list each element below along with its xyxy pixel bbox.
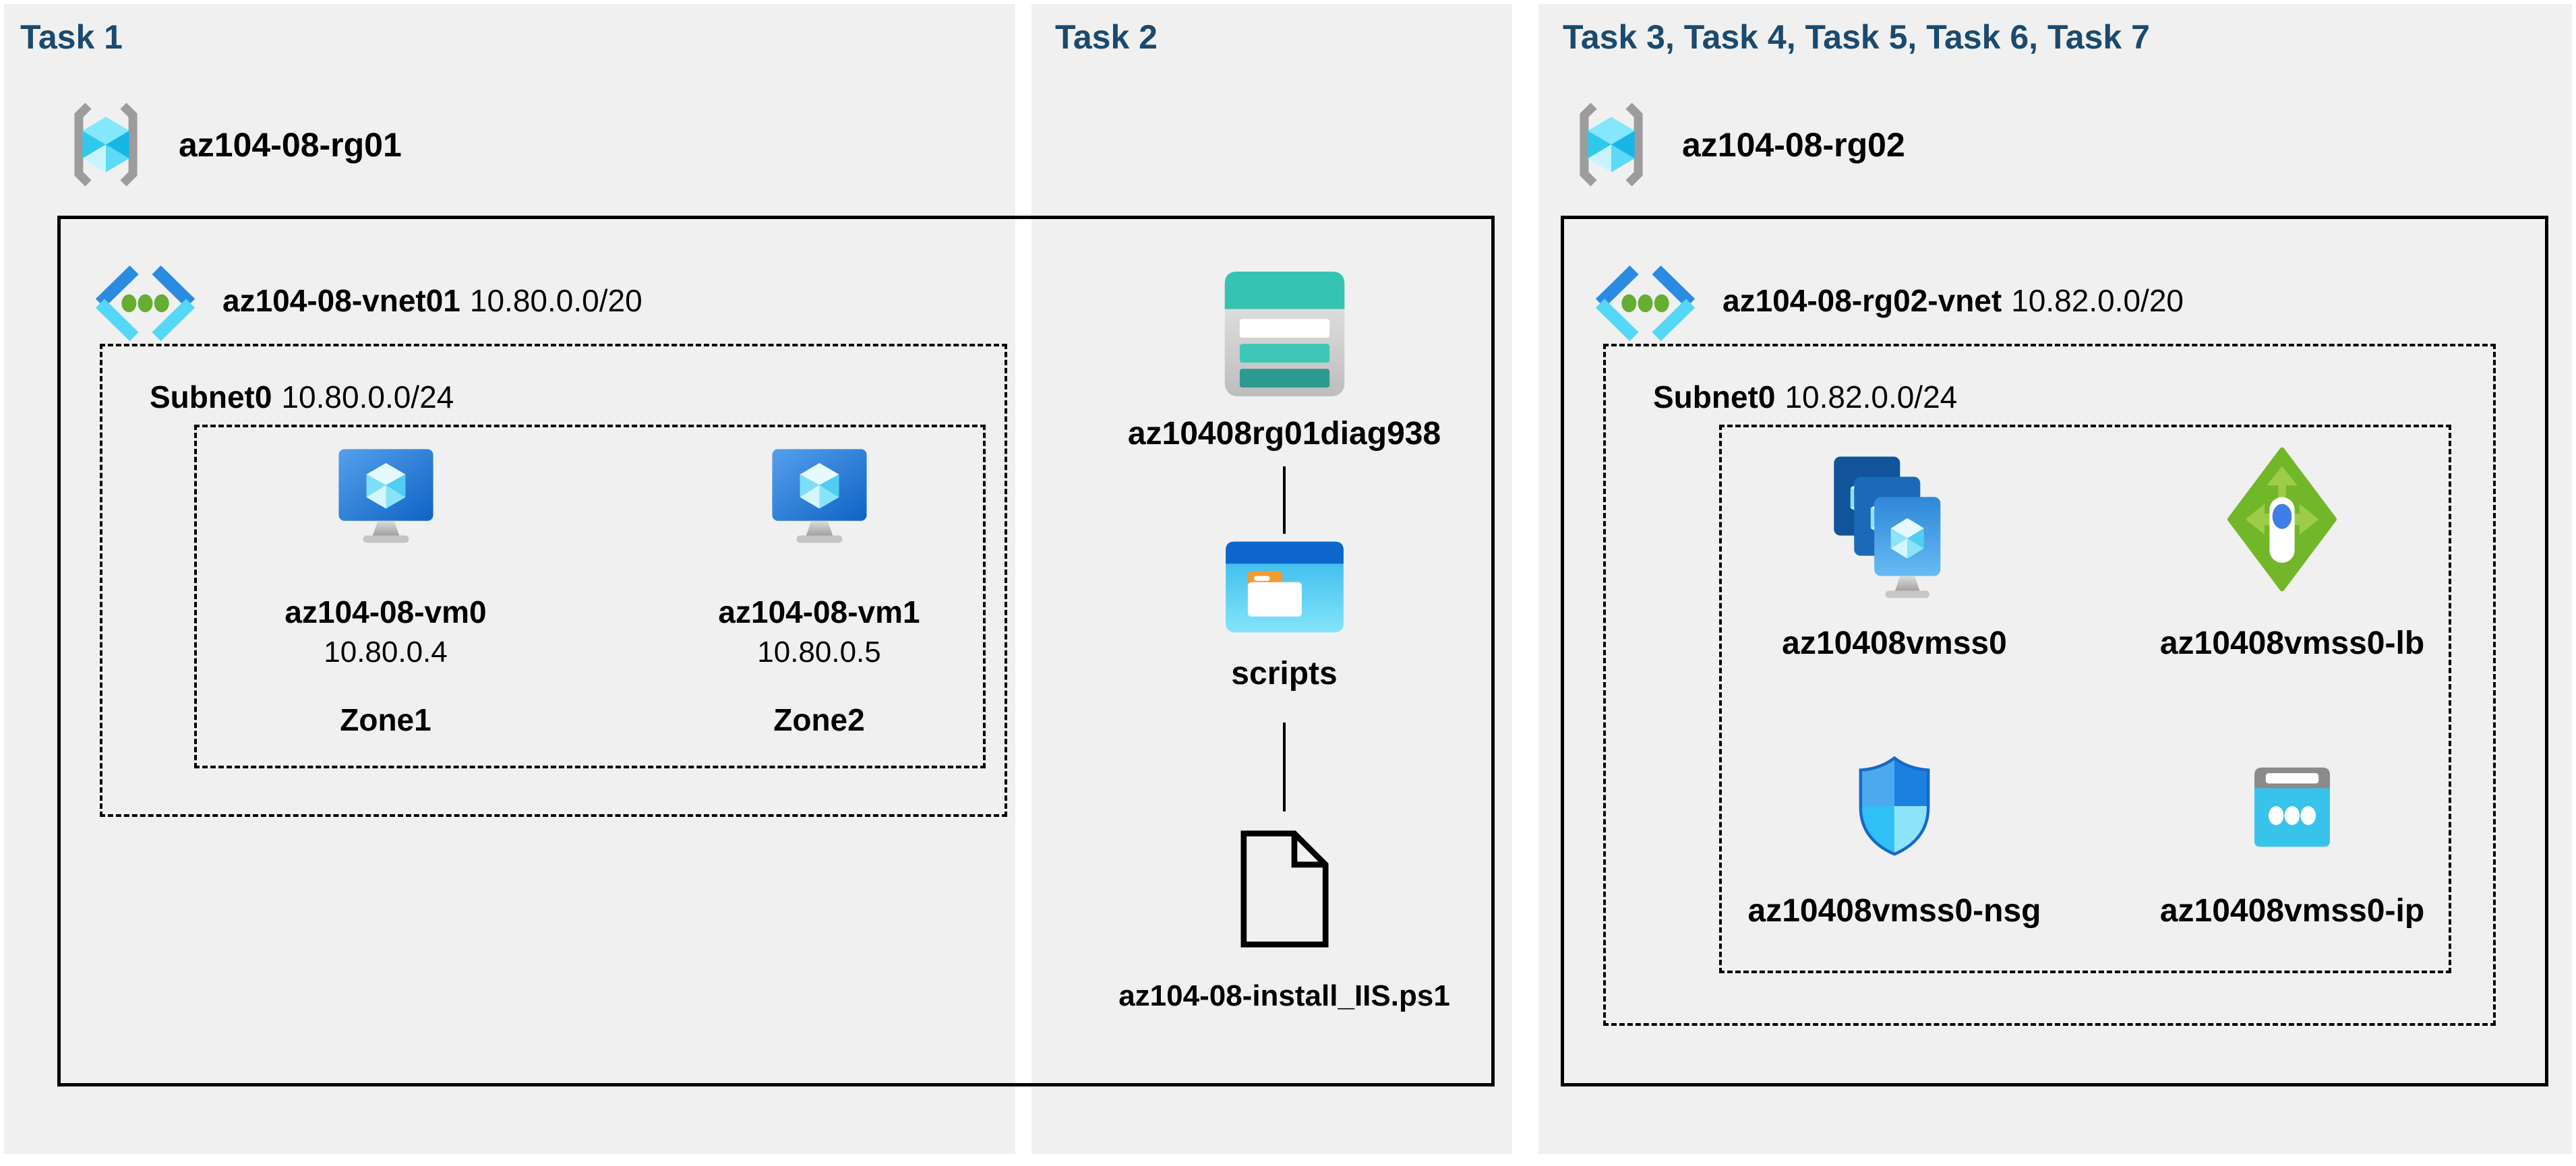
subnet0-box-rg02 [1603, 344, 2496, 1026]
container-label: scripts [1231, 656, 1338, 692]
vm0-zone: Zone1 [340, 702, 431, 737]
virtual-network-icon [1590, 259, 1701, 347]
rg02-label: az104-08-rg02 [1682, 126, 1905, 164]
vnet01-cidr: 10.80.0.0/20 [469, 283, 642, 318]
task2-title: Task 2 [1055, 18, 1158, 56]
vm-group-box [194, 425, 986, 768]
public-ip-label: az10408vmss0-ip [2159, 893, 2425, 929]
vnet02-label: az104-08-rg02-vnet 10.82.0.0/20 [1723, 285, 2184, 316]
vm0-ip: 10.80.0.4 [324, 636, 448, 669]
vm1-ip: 10.80.0.5 [757, 636, 881, 669]
vm0-name: az104-08-vm0 [284, 594, 487, 630]
script-file-label: az104-08-install_IIS.ps1 [1118, 979, 1450, 1012]
load-balancer-icon [2224, 447, 2340, 592]
subnet0-cidr: 10.80.0.0/24 [281, 379, 454, 415]
rg01-vnet-box [57, 216, 1495, 1086]
vnet02-cidr: 10.82.0.0/20 [2011, 283, 2184, 318]
resource-group-icon [62, 96, 150, 193]
load-balancer-label: az10408vmss0-lb [2159, 625, 2425, 661]
task1-title: Task 1 [20, 18, 123, 56]
connector-container-file [1283, 723, 1286, 811]
virtual-machine-icon [771, 448, 868, 549]
blob-container-icon [1222, 539, 1347, 635]
subnet0-cidr: 10.82.0.0/24 [1785, 379, 1958, 415]
vnet02-name: az104-08-rg02-vnet [1723, 283, 2002, 318]
subnet0-name: Subnet0 [1653, 379, 1776, 415]
vnet01-name: az104-08-vnet01 [222, 283, 460, 318]
nsg-icon [1853, 754, 1936, 859]
vm1-zone: Zone2 [773, 702, 865, 737]
vmss-label: az10408vmss0 [1782, 625, 2007, 661]
nsg-label: az10408vmss0-nsg [1747, 893, 2041, 929]
vmss-icon [1828, 453, 1950, 600]
storage-account-label: az10408rg01diag938 [1127, 416, 1441, 452]
resource-group-icon [1567, 96, 1655, 193]
vnet01-label: az104-08-vnet01 10.80.0.0/20 [222, 285, 642, 316]
subnet0-name: Subnet0 [150, 379, 272, 415]
storage-account-icon [1222, 268, 1347, 400]
rg02-vnet-box [1561, 216, 2548, 1086]
vm1-name: az104-08-vm1 [718, 594, 920, 630]
task1-panel [4, 4, 1015, 1154]
virtual-machine-icon [337, 448, 435, 549]
task37-title: Task 3, Task 4, Task 5, Task 6, Task 7 [1563, 18, 2150, 56]
connector-storage-container [1283, 466, 1286, 534]
virtual-network-icon [90, 259, 201, 347]
public-ip-icon [2245, 762, 2339, 853]
vmss-group-box [1719, 425, 2451, 973]
rg01-label: az104-08-rg01 [179, 126, 402, 164]
script-file-icon [1236, 828, 1334, 950]
task37-panel [1538, 4, 2572, 1154]
subnet0-box-rg01 [100, 344, 1007, 817]
